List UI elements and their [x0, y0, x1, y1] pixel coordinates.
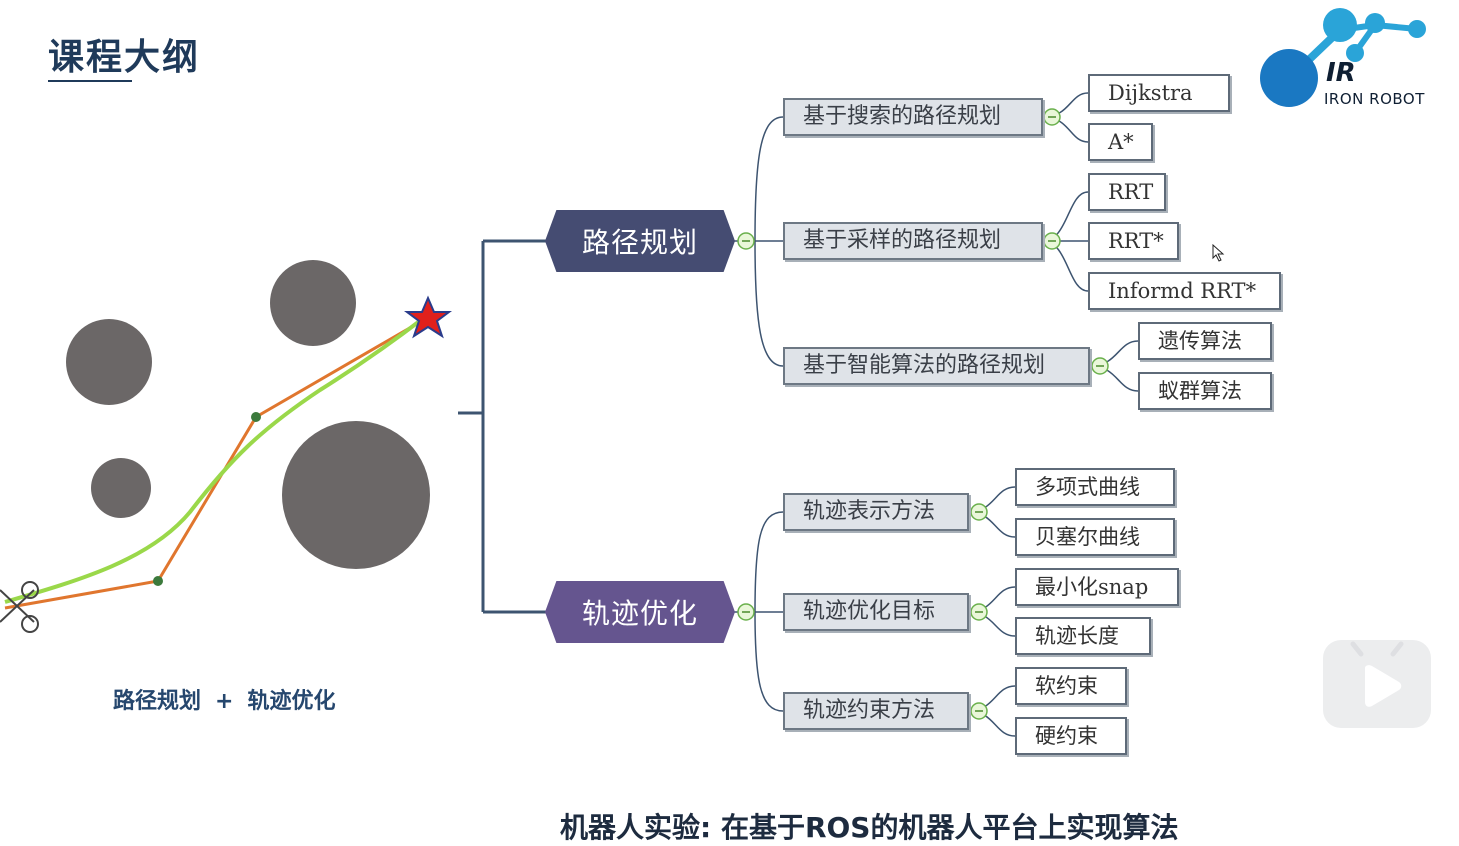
caption-trajectory-optimization: 轨迹优化 [247, 689, 336, 714]
illustration-caption: 路径规划 + 轨迹优化 [113, 683, 335, 715]
leaf-minimum-snap: 最小化snap [1015, 568, 1179, 606]
node-search-based: 基于搜索的路径规划 [783, 98, 1043, 136]
waypoint-dot [251, 412, 261, 422]
goal-star-icon [404, 295, 452, 339]
leaf-rrt-star: RRT* [1088, 222, 1179, 260]
obstacle-circle [270, 260, 356, 346]
leaf-trajectory-length: 轨迹长度 [1015, 617, 1151, 655]
video-play-overlay[interactable] [1323, 640, 1431, 728]
path-planning-illustration [0, 260, 452, 633]
drone-icon [0, 581, 39, 633]
leaf-a-star: A* [1088, 123, 1153, 161]
leaf-polynomial-curve: 多项式曲线 [1015, 468, 1175, 506]
leaf-rrt: RRT [1088, 173, 1166, 211]
polyline-path [4, 320, 421, 610]
node-optimization-objective: 轨迹优化目标 [783, 593, 969, 631]
mouse-cursor-icon [1212, 244, 1225, 262]
node-trajectory-constraint: 轨迹约束方法 [783, 692, 969, 730]
leaf-hard-constraint: 硬约束 [1015, 717, 1127, 755]
title-underline [48, 80, 132, 82]
obstacle-circle [282, 421, 430, 569]
caption-path-planning: 路径规划 [113, 689, 202, 714]
leaf-ant-colony: 蚁群算法 [1138, 372, 1272, 410]
waypoint-dot [153, 576, 163, 586]
node-path-planning: 路径规划 [545, 210, 735, 272]
leaf-soft-constraint: 软约束 [1015, 667, 1127, 705]
leaf-dijkstra: Dijkstra [1088, 74, 1230, 112]
play-icon[interactable] [1323, 640, 1431, 728]
smooth-trajectory [4, 315, 427, 604]
node-sampling-based: 基于采样的路径规划 [783, 222, 1043, 260]
node-intelligent-algorithm: 基于智能算法的路径规划 [783, 347, 1090, 385]
mindmap-connectors [458, 92, 1139, 737]
leaf-informed-rrt-star: Informd RRT* [1088, 272, 1281, 310]
iron-robot-logo-icon [1260, 8, 1426, 107]
obstacle-circle [66, 319, 152, 405]
logo-mark: IR [1326, 58, 1356, 88]
bottom-heading: 机器人实验: 在基于ROS的机器人平台上实现算法 [560, 811, 1179, 844]
logo-name: IRON ROBOT [1324, 90, 1425, 108]
slide-title: 课程大纲 [48, 37, 201, 78]
obstacle-circle [91, 458, 151, 518]
leaf-genetic-algorithm: 遗传算法 [1138, 322, 1272, 360]
node-trajectory-optimization: 轨迹优化 [545, 581, 735, 643]
leaf-bezier-curve: 贝塞尔曲线 [1015, 518, 1175, 556]
caption-plus: + [215, 689, 234, 714]
node-trajectory-representation: 轨迹表示方法 [783, 493, 969, 531]
